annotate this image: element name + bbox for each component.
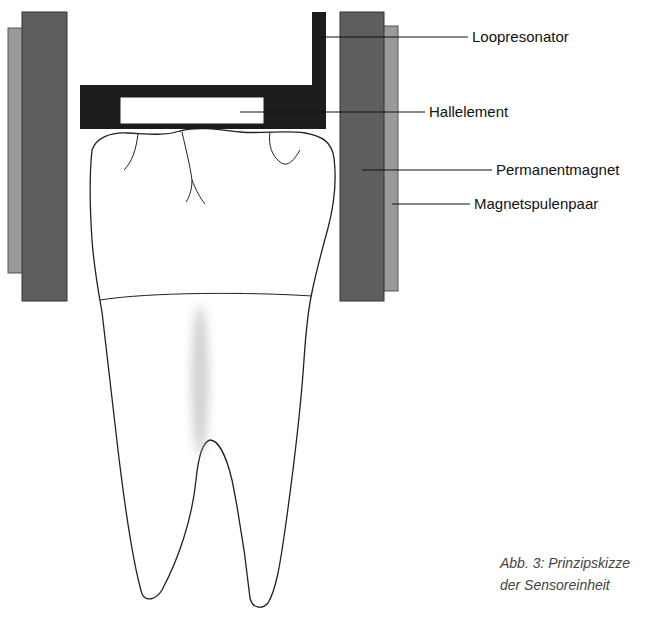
coil-label: Magnetspulenpaar bbox=[472, 195, 600, 213]
hall-label: Hallelement bbox=[427, 103, 510, 121]
figure-caption: Abb. 3: Prinzipskizze der Sensoreinheit bbox=[500, 552, 650, 596]
resonator-label: Loopresonator bbox=[470, 28, 571, 46]
magnet-right bbox=[340, 12, 384, 301]
coil-left bbox=[8, 28, 23, 273]
tooth bbox=[90, 129, 335, 608]
magnet-left bbox=[22, 12, 67, 301]
hall-element bbox=[120, 97, 264, 124]
pulp-shading bbox=[191, 305, 209, 455]
magnet-label: Permanentmagnet bbox=[494, 161, 621, 179]
coil-right bbox=[383, 26, 398, 291]
